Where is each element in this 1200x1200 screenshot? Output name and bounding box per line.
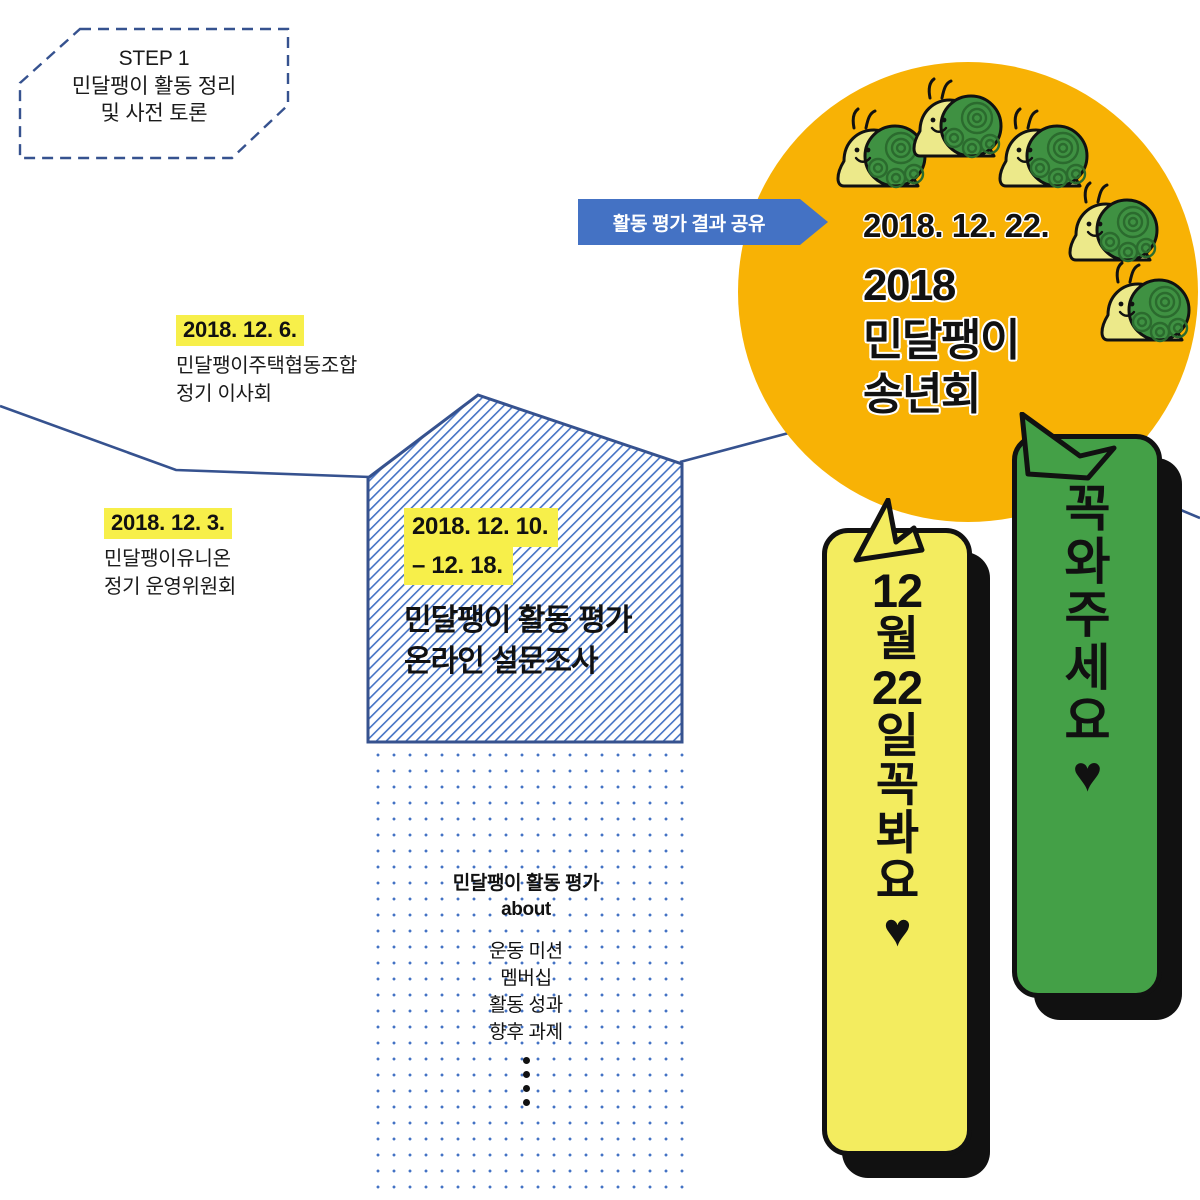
yellow-banner-char: 요 [875, 854, 919, 908]
about-heading: 민달팽이 활동 평가 about [367, 871, 685, 922]
timeline-item-1-desc-line-2: 정기 운영위원회 [104, 575, 236, 598]
yellow-banner-body: 12 월 22 일 꼭 봐 요 ♥ [822, 528, 972, 1156]
timeline-item-1: 2018. 12. 3. 민달팽이유니온 정기 운영위원회 [104, 508, 236, 601]
house-text-block: 2018. 12. 10. – 12. 18. 민달팽이 활동 평가 온라인 설… [404, 508, 674, 682]
yellow-banner-char: 12 [871, 564, 923, 617]
come-please-green-banner[interactable]: 꼭 와 주 세 요 ♥ [1012, 412, 1190, 1022]
step-1-hexagon-outline [18, 27, 290, 160]
about-item: 활동 성과 [489, 995, 563, 1017]
circle-title-line-1: 2018 [863, 261, 956, 310]
about-dotted-panel: 민달팽이 활동 평가 about 운동 미션 멤버십 활동 성과 향후 과제 [367, 743, 685, 1200]
circle-text-block: 2018. 12. 22. 2018 민달팽이 송년회 [863, 207, 1153, 423]
yellow-banner-char: 월 [875, 612, 919, 666]
timeline-item-1-desc-line-1: 민달팽이유니온 [104, 548, 231, 570]
see-on-dec-22-yellow-banner[interactable]: 12 월 22 일 꼭 봐 요 ♥ [822, 498, 997, 1180]
survey-house-panel: 2018. 12. 10. – 12. 18. 민달팽이 활동 평가 온라인 설… [362, 388, 690, 748]
step-1-line-1: 민달팽이 활동 정리 [71, 74, 237, 98]
arrow-banner-shape [578, 199, 828, 245]
house-title: 민달팽이 활동 평가 온라인 설문조사 [404, 601, 674, 682]
about-heading-line-1: 민달팽이 활동 평가 [452, 873, 600, 894]
green-banner-heart-icon: ♥ [1072, 746, 1103, 802]
house-date-line-2: – 12. 18. [404, 546, 513, 586]
green-banner-char: 와 [1064, 534, 1111, 590]
snail-icon [1068, 181, 1159, 263]
step-1-text-block: STEP 1 민달팽이 활동 정리 및 사전 토론 [18, 27, 290, 128]
yellow-banner-char: 봐 [875, 806, 919, 860]
about-item: 운동 미션 [489, 941, 563, 963]
ellipsis-dot [522, 1085, 530, 1093]
about-item: 향후 과제 [489, 1022, 563, 1044]
about-content: 민달팽이 활동 평가 about 운동 미션 멤버십 활동 성과 향후 과제 [367, 871, 685, 1107]
about-item: 멤버십 [500, 968, 552, 990]
timeline-item-2-desc-line-1: 민달팽이주택협동조합 [176, 355, 357, 377]
yellow-banner-char: 일 [875, 709, 919, 763]
yellow-banner-tail [853, 498, 925, 563]
house-date-highlight: 2018. 12. 10. – 12. 18. [404, 508, 674, 586]
snail-icon [998, 107, 1089, 189]
snail-icon [1100, 261, 1191, 343]
house-pentagon-shape [366, 393, 684, 744]
green-banner-body: 꼭 와 주 세 요 ♥ [1012, 434, 1162, 998]
year-end-party-circle: 2018. 12. 22. 2018 민달팽이 송년회 [738, 62, 1198, 522]
timeline-item-1-date: 2018. 12. 3. [104, 508, 232, 539]
green-banner-tail [1019, 412, 1117, 481]
ellipsis-dot [522, 1071, 530, 1079]
timeline-item-2-desc: 민달팽이주택협동조합 정기 이사회 [176, 353, 357, 408]
timeline-item-1-desc: 민달팽이유니온 정기 운영위원회 [104, 546, 236, 601]
about-item-list: 운동 미션 멤버십 활동 성과 향후 과제 [367, 939, 685, 1047]
ellipsis-dot [522, 1057, 530, 1065]
circle-title-line-2: 민달팽이 [863, 315, 1020, 365]
yellow-banner-heart-icon: ♥ [883, 902, 912, 956]
circle-title-line-3: 송년회 [863, 370, 981, 420]
yellow-banner-char: 꼭 [875, 757, 919, 811]
house-date-line-1: 2018. 12. 10. [404, 508, 559, 547]
green-banner-char: 세 [1064, 640, 1111, 696]
step-1-line-2: 및 사전 토론 [100, 102, 208, 126]
house-title-line-1: 민달팽이 활동 평가 [404, 604, 632, 638]
circle-event-date: 2018. 12. 22. [863, 207, 1050, 244]
snail-icon [912, 77, 1003, 159]
green-banner-char: 요 [1064, 693, 1111, 749]
share-results-arrow-banner[interactable]: 활동 평가 결과 공유 [578, 199, 828, 245]
snail-icon [836, 107, 927, 189]
timeline-item-2-date: 2018. 12. 6. [176, 315, 304, 346]
timeline-item-2-desc-line-2: 정기 이사회 [176, 382, 272, 405]
green-banner-char: 꼭 [1064, 481, 1111, 537]
about-ellipsis [367, 1057, 685, 1107]
step-1-label: STEP 1 [118, 47, 190, 70]
yellow-banner-char: 22 [871, 660, 923, 714]
house-title-line-2: 온라인 설문조사 [404, 644, 599, 678]
green-banner-char: 주 [1064, 587, 1111, 643]
circle-event-title: 2018 민달팽이 송년회 [863, 259, 1153, 423]
ellipsis-dot [522, 1099, 530, 1107]
arrow-banner-label: 활동 평가 결과 공유 [612, 213, 766, 235]
step-1-callout: STEP 1 민달팽이 활동 정리 및 사전 토론 [18, 27, 290, 160]
timeline-item-2: 2018. 12. 6. 민달팽이주택협동조합 정기 이사회 [176, 315, 357, 408]
about-heading-line-2: about [501, 898, 551, 920]
